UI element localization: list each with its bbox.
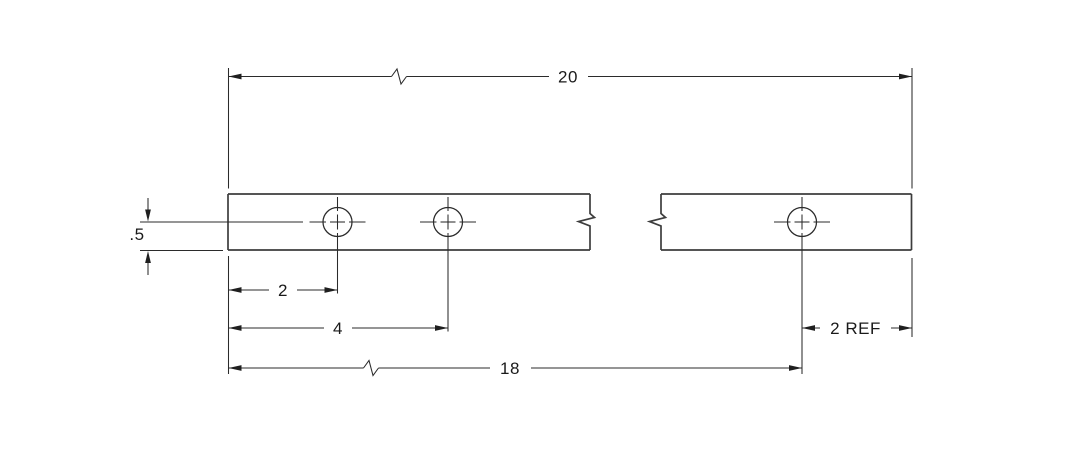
dim-label-hole-2-offset: 4 (333, 319, 343, 338)
dim-label-right-reference: 2 REF (830, 319, 881, 338)
arrowhead-right (324, 287, 338, 293)
hole-1 (309, 197, 366, 294)
arrowhead-down (145, 209, 151, 222)
dim-half-thickness: .5 (129, 198, 303, 275)
arrowhead-up (145, 251, 151, 263)
dim-hole-3-offset: 18 (228, 359, 802, 378)
hole-3 (774, 197, 830, 374)
arrowhead-right (435, 325, 448, 331)
bar-right-section (646, 193, 913, 251)
arrowhead-left (228, 325, 242, 331)
arrowhead-right (899, 73, 912, 80)
arrowhead-right (899, 325, 912, 331)
arrowhead-left (228, 73, 242, 80)
dim-label-hole-1-offset: 2 (278, 281, 288, 300)
dim-right-reference: 2 REF (802, 258, 913, 338)
arrowhead-right (789, 365, 802, 371)
break-line-right-section (646, 194, 668, 250)
dim-label-hole-3-offset: 18 (500, 359, 520, 378)
dim-label-overall-length: 20 (558, 68, 578, 87)
dim-label-half-thickness: .5 (129, 225, 144, 244)
arrowhead-left (802, 325, 815, 331)
dim-line-break-symbol (363, 359, 379, 377)
dim-line-break-symbol (391, 67, 407, 86)
dim-hole-2-offset: 4 (228, 319, 448, 338)
dim-hole-1-offset: 2 (228, 281, 338, 300)
arrowhead-left (228, 365, 242, 371)
hole-2 (420, 197, 476, 332)
arrowhead-left (228, 287, 242, 293)
break-line-left-section (575, 194, 597, 250)
dim-overall-length: 20 (227, 67, 913, 189)
